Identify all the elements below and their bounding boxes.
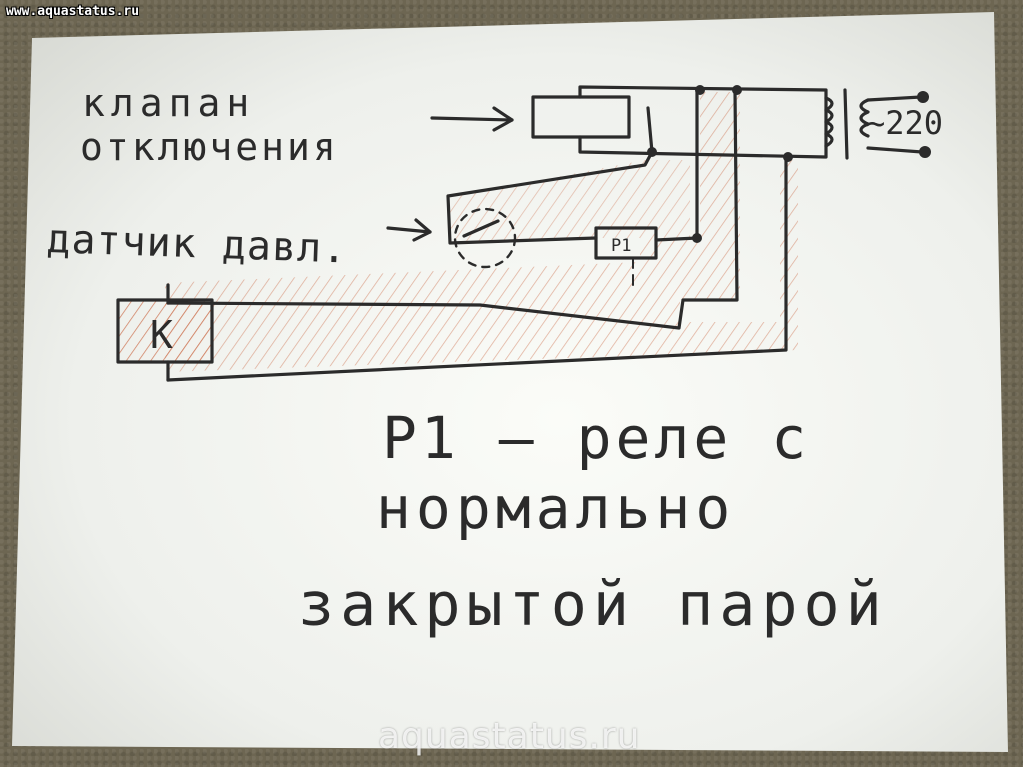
dot-5	[692, 233, 702, 243]
wire-sensor-to-body	[646, 106, 654, 154]
wire-return	[166, 153, 788, 382]
switch-contact	[462, 219, 500, 238]
relay-box	[594, 226, 658, 260]
sensor-arrow	[386, 226, 432, 234]
core-line	[843, 88, 849, 160]
hatch-region-main	[165, 92, 798, 372]
sensor-dashed-circle	[453, 207, 517, 269]
sensor-arrow-head	[412, 218, 432, 242]
k-box	[116, 298, 214, 364]
wire-body-outer	[166, 88, 739, 330]
coil	[824, 96, 834, 148]
valve-arrow-head	[492, 106, 514, 132]
relay-box-label: P1	[611, 236, 631, 256]
watermark-top: www.aquastatus.ru	[6, 4, 140, 19]
terminal-dot-top	[917, 91, 929, 103]
sensor-label: датчик давл.	[46, 216, 348, 272]
circuit-drawing	[116, 85, 924, 382]
caption-line3: закрытой парой	[298, 570, 888, 640]
sensor-housing	[446, 150, 654, 245]
k-box-label: K	[150, 313, 173, 357]
caption-line2: нормально	[376, 474, 735, 542]
water-fill-regions	[118, 92, 798, 372]
secondary-winding	[859, 98, 870, 138]
hatch-k-box	[118, 300, 212, 362]
dot-3	[647, 147, 657, 157]
watermark-bottom: aquastatus.ru	[378, 716, 641, 757]
valve-arrow	[430, 116, 514, 122]
terminal-dot-bottom	[919, 146, 931, 158]
junction-dots	[647, 85, 931, 243]
valve-label-line1: клапан	[82, 81, 255, 125]
paper-sheet	[12, 12, 1008, 752]
terminal-bottom-lead	[866, 146, 924, 154]
valve-label-line2: отключения	[80, 125, 339, 169]
caption-line1: P1 – реле с	[382, 404, 810, 472]
voltage-label: ~220	[866, 104, 943, 142]
dot-1	[695, 85, 705, 95]
terminal-top-lead	[866, 95, 923, 102]
hatch-region-sensor	[448, 160, 690, 243]
dot-4	[783, 152, 793, 162]
dot-2	[732, 85, 742, 95]
